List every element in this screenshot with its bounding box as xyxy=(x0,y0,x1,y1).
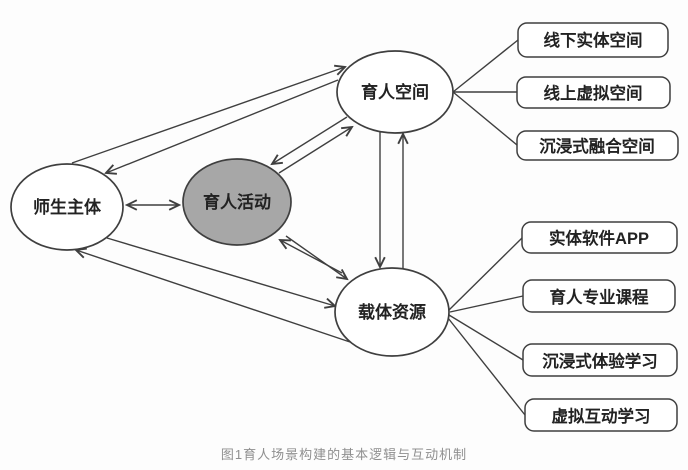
space-boxes: 线下实体空间 线上虚拟空间 沉浸式融合空间 xyxy=(516,22,679,161)
box-software-app xyxy=(521,221,678,254)
box-online-virtual-space-label: 线上虚拟空间 xyxy=(544,83,643,103)
node-activity xyxy=(182,158,292,246)
box-professional-course xyxy=(522,279,676,313)
node-activity-label: 育人活动 xyxy=(203,192,271,212)
scene-construction-diagram: 师生主体 育人活动 育人空间 载体资源 线下实体空间 线上虚拟空间 沉浸式融合空… xyxy=(10,22,679,432)
box-immersive-experience-learning xyxy=(522,343,678,377)
link-activity-to-space xyxy=(278,127,352,174)
box-virtual-interactive-learning xyxy=(524,398,678,432)
node-space-label: 育人空间 xyxy=(361,82,429,102)
arrow-links xyxy=(71,39,526,416)
box-immersive-fusion-space xyxy=(516,130,679,161)
node-subject xyxy=(10,163,124,251)
node-subject-label: 师生主体 xyxy=(33,197,102,217)
ellipse-nodes: 师生主体 育人活动 育人空间 载体资源 xyxy=(10,50,454,357)
link-space-to-subject xyxy=(106,79,339,173)
box-immersive-fusion-space-label: 沉浸式融合空间 xyxy=(539,136,655,156)
box-immersive-experience-learning-label: 沉浸式体验学习 xyxy=(542,351,658,371)
node-resource xyxy=(334,267,450,357)
box-offline-physical-space-label: 线下实体空间 xyxy=(544,30,643,50)
link-activity-to-resource xyxy=(285,235,347,279)
link-resource-box3 xyxy=(448,314,524,361)
node-resource-label: 载体资源 xyxy=(358,302,426,322)
link-resource-box1 xyxy=(448,237,523,311)
link-subject-to-space xyxy=(71,67,345,164)
link-space-box3 xyxy=(452,91,518,146)
link-resource-to-activity xyxy=(280,240,343,274)
figure-caption: 图1育人场景构建的基本逻辑与互动机制 xyxy=(220,447,468,462)
box-virtual-interactive-learning-label: 虚拟互动学习 xyxy=(552,406,651,426)
link-resource-box4 xyxy=(447,317,526,416)
box-offline-physical-space xyxy=(517,22,669,58)
link-resource-to-subject xyxy=(76,250,351,343)
resource-boxes: 实体软件APP 育人专业课程 沉浸式体验学习 虚拟互动学习 xyxy=(521,221,678,432)
box-online-virtual-space xyxy=(516,76,671,109)
box-software-app-label: 实体软件APP xyxy=(549,228,649,248)
node-space xyxy=(336,50,454,134)
link-resource-box2 xyxy=(449,295,524,313)
link-subject-to-resource xyxy=(106,237,335,306)
box-professional-course-label: 育人专业课程 xyxy=(550,287,650,307)
link-space-box1 xyxy=(452,39,519,93)
link-space-to-activity xyxy=(272,116,348,164)
